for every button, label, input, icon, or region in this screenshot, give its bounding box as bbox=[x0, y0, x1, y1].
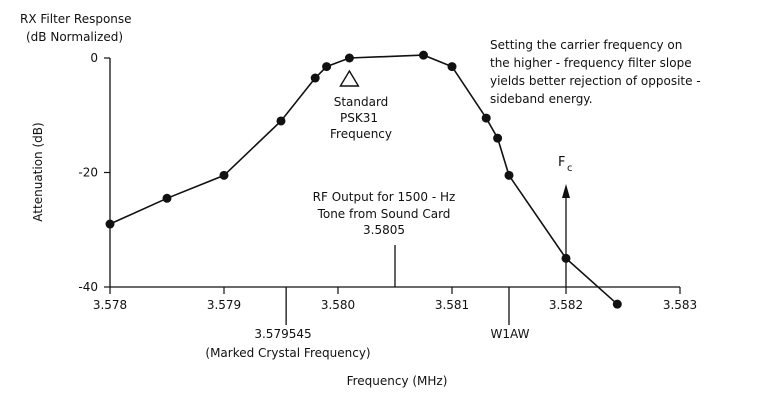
data-point bbox=[493, 133, 503, 143]
data-point bbox=[504, 170, 514, 180]
data-point bbox=[322, 62, 332, 72]
x-tick-label: 3.580 bbox=[321, 298, 355, 312]
crystal-label-line: (Marked Crystal Frequency) bbox=[205, 346, 370, 360]
annotation-line: the higher - frequency filter slope bbox=[490, 56, 692, 70]
crystal-label: 3.579545 (Marked Crystal Frequency) bbox=[205, 327, 370, 360]
y-axis-label: Attenuation (dB) bbox=[31, 122, 45, 221]
w1aw-label: W1AW bbox=[491, 327, 530, 341]
annotation-line: sideband energy. bbox=[490, 92, 593, 106]
crystal-label-line: 3.579545 bbox=[254, 327, 311, 341]
fc-label-main: F bbox=[558, 155, 565, 170]
data-point bbox=[612, 299, 622, 309]
annotation-line: Setting the carrier frequency on bbox=[490, 38, 682, 52]
chart-subtitle: (dB Normalized) bbox=[26, 30, 123, 44]
data-point bbox=[162, 193, 172, 203]
y-tick-label: 0 bbox=[90, 51, 98, 65]
marker-lines bbox=[285, 69, 570, 325]
rf-output-label: RF Output for 1500 - Hz Tone from Sound … bbox=[313, 190, 456, 237]
standard-label-line: PSK31 bbox=[340, 111, 378, 125]
fc-label-sub: c bbox=[567, 163, 573, 174]
annotation-line: yields better rejection of opposite - bbox=[490, 74, 701, 88]
series-line bbox=[109, 54, 618, 305]
standard-label: Standard PSK31 Frequency bbox=[330, 95, 392, 141]
x-ticks: 3.578 3.579 3.580 3.581 3.582 3.583 bbox=[93, 287, 697, 312]
rf-output-label-line: 3.5805 bbox=[363, 223, 405, 237]
data-point bbox=[419, 50, 428, 60]
annotation: Setting the carrier frequency on the hig… bbox=[490, 38, 701, 106]
rf-output-label-line: RF Output for 1500 - Hz bbox=[313, 190, 456, 204]
standard-triangle-icon bbox=[339, 69, 360, 87]
data-point bbox=[561, 253, 571, 263]
x-tick-label: 3.583 bbox=[663, 298, 697, 312]
y-tick-label: -40 bbox=[78, 280, 98, 294]
data-point bbox=[276, 116, 286, 126]
standard-label-line: Frequency bbox=[330, 127, 392, 141]
y-tick-label: -20 bbox=[78, 166, 98, 180]
data-point bbox=[481, 113, 491, 123]
data-point bbox=[447, 62, 457, 72]
y-ticks: 0 -20 -40 bbox=[78, 51, 110, 294]
fc-arrow-head bbox=[562, 184, 570, 198]
rf-output-label-line: Tone from Sound Card bbox=[317, 207, 451, 221]
standard-label-line: Standard bbox=[334, 95, 389, 109]
data-point bbox=[344, 53, 354, 63]
fc-label: F c bbox=[558, 155, 573, 174]
data-point bbox=[105, 219, 115, 229]
data-point bbox=[310, 73, 320, 83]
x-tick-label: 3.582 bbox=[549, 298, 583, 312]
series-points bbox=[105, 50, 622, 309]
x-tick-label: 3.581 bbox=[435, 298, 469, 312]
x-tick-label: 3.579 bbox=[207, 298, 241, 312]
data-point bbox=[219, 170, 229, 180]
chart-title: RX Filter Response bbox=[20, 12, 132, 26]
x-tick-label: 3.578 bbox=[93, 298, 127, 312]
x-axis-label: Frequency (MHz) bbox=[347, 374, 448, 388]
